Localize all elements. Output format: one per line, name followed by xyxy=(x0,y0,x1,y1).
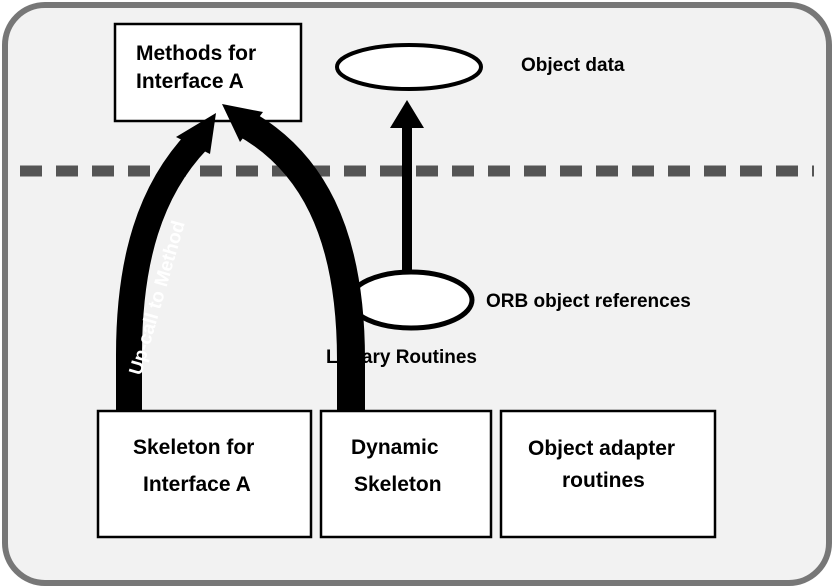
object-adapter-line1: Object adapter xyxy=(528,437,675,460)
methods-box xyxy=(113,22,303,123)
object-data-label: Object data xyxy=(521,55,625,76)
object-adapter-box xyxy=(499,409,717,539)
vertical-arrowhead xyxy=(390,100,424,128)
skeleton-box xyxy=(96,409,313,539)
object-adapter-line2: routines xyxy=(562,469,645,492)
orb-refs-label: ORB object references xyxy=(486,291,691,312)
skeleton-box-line1: Skeleton for xyxy=(133,436,254,459)
dynamic-skeleton-line1: Dynamic xyxy=(351,436,439,459)
left-upcall-arc xyxy=(116,131,208,412)
right-upcall-arc xyxy=(236,110,365,412)
methods-box-line1: Methods for xyxy=(136,42,256,65)
object-data-ellipse xyxy=(335,43,483,91)
right-upcall-arrowhead xyxy=(222,104,263,142)
orb-refs-ellipse xyxy=(347,269,475,331)
skeleton-box-line2: Interface A xyxy=(143,473,251,496)
left-upcall-arrowhead xyxy=(176,113,216,154)
dynamic-skeleton-box xyxy=(319,409,493,539)
dynamic-skeleton-line2: Skeleton xyxy=(354,473,442,496)
methods-box-line2: Interface A xyxy=(136,70,244,93)
